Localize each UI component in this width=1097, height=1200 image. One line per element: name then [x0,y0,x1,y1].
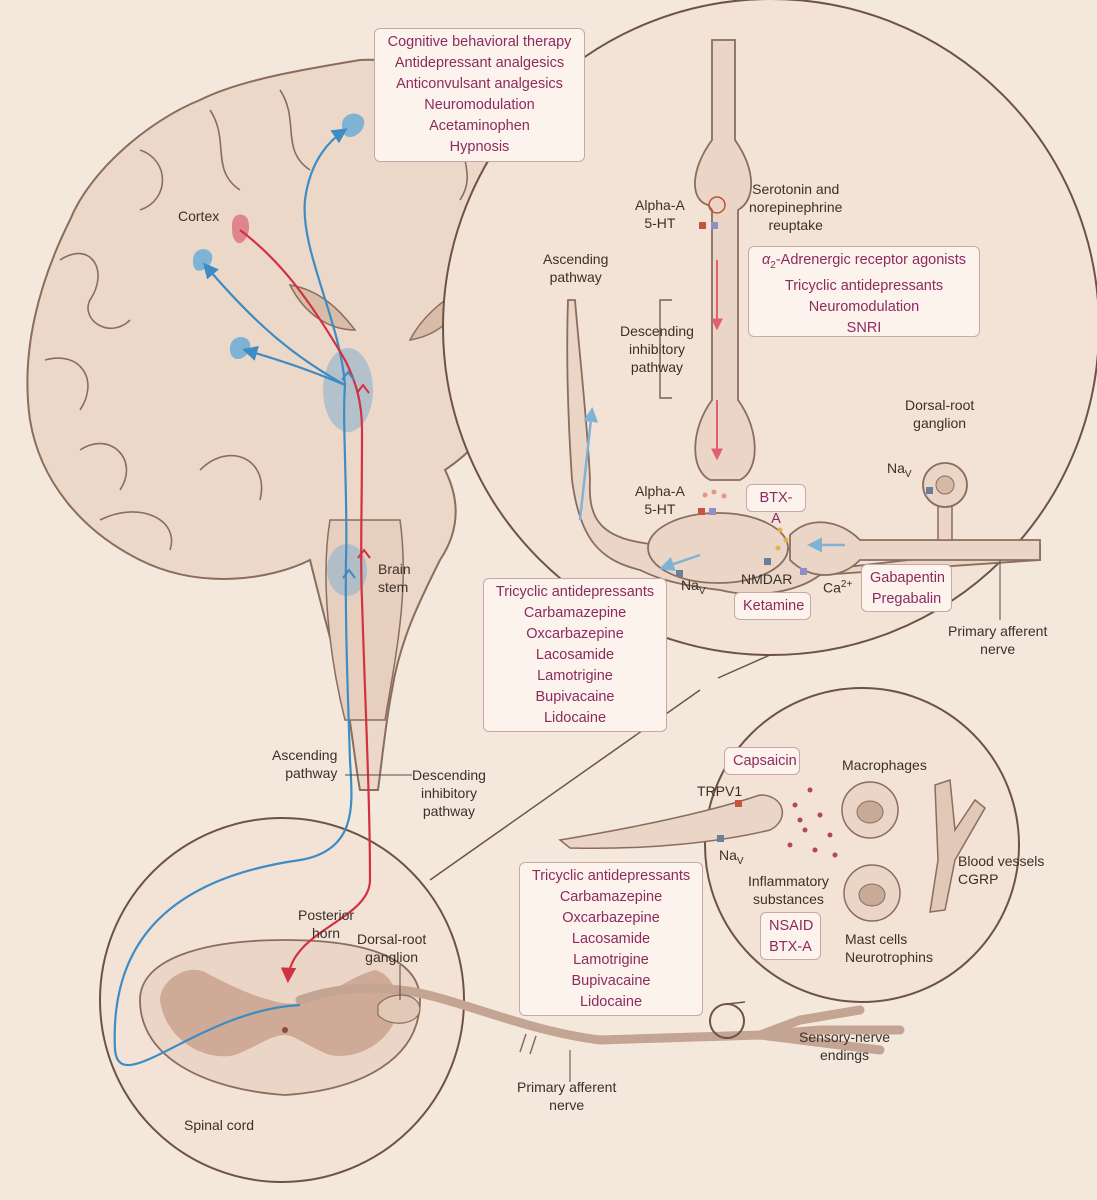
primary-afferent-nerve [295,983,905,1055]
label-macrophages: Macrophages [842,757,927,773]
receptor-alpha-top [699,222,706,229]
ascending-branch-1 [203,262,346,386]
receptor-nmdar [764,558,771,565]
receptor-nav-periph [717,835,724,842]
receptor-ca [800,568,807,575]
label-trpv1: TRPV1 [697,783,743,799]
inflammatory-dots [787,787,838,858]
nerve-break [519,1033,537,1055]
connector-synapse-to-spinal [717,654,771,679]
macrophage-nucleus [856,800,884,824]
ascending-neuron [566,299,1041,595]
label-spinal-cord: Spinal cord [184,1117,255,1133]
ascending-branch-2 [242,345,346,387]
neurotransmitter-dots [702,489,789,551]
peripheral-nerve-terminal [558,794,784,850]
ascending-pathway-line [113,128,353,1067]
spinal-cord [139,939,905,1096]
label-cortex: Cortex [178,208,220,224]
drug-box-ketamine: Ketamine [734,592,811,620]
receptor-nav-drg [926,487,933,494]
central-canal [282,1027,288,1033]
ascending-line [578,407,599,521]
receptor-5ht-top [711,222,718,229]
drug-box-capsaicin: Capsaicin [724,747,800,775]
cortex-red-target [232,214,250,244]
label-nmdar: NMDAR [741,571,793,587]
label-nav-synapse: NaV [681,577,706,597]
receptor-nav-synapse [676,570,683,577]
receptor-5ht-bottom [709,508,716,515]
descending-bracket [659,299,672,399]
connector-periphery-to-endings [726,1001,746,1005]
descending-neuron [694,39,756,481]
dorsal-root-ganglion [377,994,421,1024]
label-ca: Ca2+ [823,579,853,596]
postsynaptic-terminal [647,512,789,584]
periphery-elements [558,778,986,922]
receptor-alpha-bottom [698,508,705,515]
mast-cell-nucleus [858,883,886,907]
receptor-trpv1 [735,800,742,807]
signal-arrow-1 [659,553,701,572]
synapse-neurons [566,39,1041,595]
descending-pathway-line [239,229,372,984]
synapse-markers [341,370,371,579]
thalamus-region [323,348,373,432]
label-nav-drg: NaV [887,460,912,480]
drug-box-btxa: BTX-A [746,484,806,527]
label-nav-periphery: NaV [719,847,744,867]
drg-nucleus [935,475,955,495]
brainstem-region [327,544,367,596]
ventricle-left [288,284,357,331]
brain-section [26,58,550,791]
reuptake-transporter [708,196,726,214]
primary-afferent-terminal [789,521,1041,576]
drug-box-alpha2: α2-Adrenergic receptor agonists Tricycli… [748,246,980,337]
blood-vessel [929,778,986,913]
